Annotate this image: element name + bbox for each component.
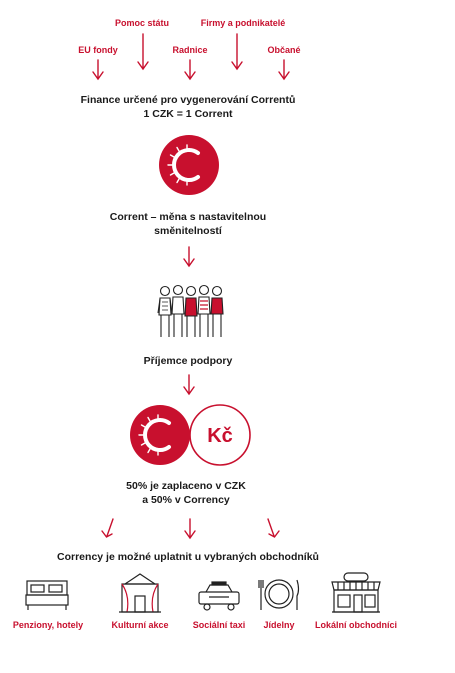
arrow-down-right-icon — [267, 518, 280, 538]
theatre-icon — [119, 573, 161, 613]
arrow-down-icon — [231, 33, 243, 71]
category-taxi: Sociální taxi — [192, 620, 246, 630]
category-canteens: Jídelny — [263, 620, 295, 630]
czk-symbol: Kč — [207, 425, 233, 447]
arrow-down-icon — [278, 59, 290, 81]
corrent-and-czk-icon: Kč — [130, 404, 251, 466]
arrow-down-icon — [183, 246, 195, 268]
payment-label: 50% je zaplaceno v CZK a 50% v Corrency — [126, 480, 246, 506]
arrow-down-icon — [184, 59, 196, 81]
corrent-logo-icon — [159, 135, 219, 195]
arrow-down-left-icon — [101, 518, 114, 538]
shops-title: Corrency je možné uplatnit u vybraných o… — [57, 551, 319, 563]
arrow-down-icon — [183, 374, 195, 396]
category-culture: Kulturní akce — [111, 620, 169, 630]
bed-icon — [25, 580, 69, 610]
category-hotels: Penziony, hotely — [12, 620, 84, 630]
arrow-down-icon — [137, 33, 149, 71]
category-local-shops: Lokální obchodníci — [314, 620, 398, 630]
arrow-down-icon — [184, 518, 196, 540]
plate-icon — [258, 579, 300, 610]
finance-label: Finance určené pro vygenerování Correntů… — [80, 94, 296, 120]
source-eu-funds: EU fondy — [78, 45, 118, 55]
people-group-icon — [157, 284, 224, 337]
source-companies: Firmy a podnikatelé — [200, 18, 286, 28]
taxi-icon — [198, 581, 240, 611]
corrent-label: Corrent – měna s nastavitelnou směniteln… — [109, 211, 267, 237]
arrow-down-icon — [92, 59, 104, 81]
source-city-hall: Radnice — [172, 45, 208, 55]
recipient-label: Příjemce podpory — [143, 355, 233, 367]
shop-icon — [331, 572, 381, 613]
source-state-aid: Pomoc státu — [114, 18, 170, 28]
source-citizens: Občané — [267, 45, 301, 55]
